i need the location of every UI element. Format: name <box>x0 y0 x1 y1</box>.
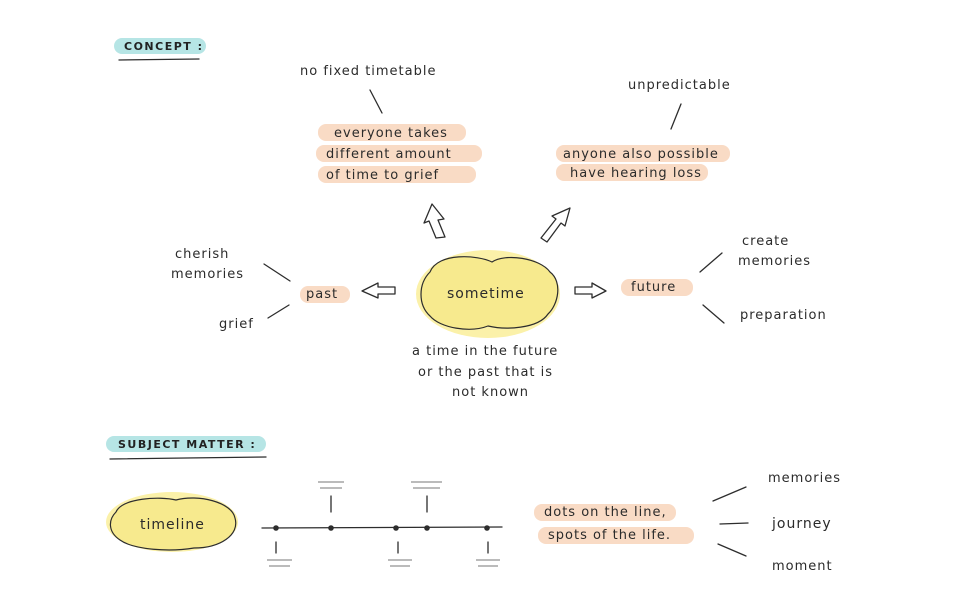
timeline-dot <box>328 525 334 531</box>
past-branch-memories: memories <box>171 267 244 282</box>
outcome-memories: memories <box>768 471 841 486</box>
past-node: past <box>300 286 350 303</box>
past-label: past <box>306 287 338 302</box>
arrow-up-right-icon <box>540 207 571 243</box>
top-left-cluster: no fixed timetable everyone takes differ… <box>300 64 482 183</box>
outcome-branches: memories journey moment <box>712 471 841 574</box>
connector-line <box>369 89 383 114</box>
timeline-dot <box>273 525 279 531</box>
outcome-moment: moment <box>772 559 833 574</box>
timeline-node: timeline <box>106 492 238 552</box>
concept-heading-text: CONCEPT : <box>124 40 204 53</box>
timeline-blob <box>109 497 237 551</box>
top-left-line-3: of time to grief <box>326 168 439 183</box>
concept-heading: CONCEPT : <box>114 38 206 61</box>
timeline-line <box>261 481 503 567</box>
arrow-left-icon <box>361 282 396 299</box>
outcome-journey: journey <box>771 516 832 532</box>
top-right-line-2: have hearing loss <box>570 166 702 181</box>
center-note-line-2: or the past that is <box>418 365 553 380</box>
center-blob <box>420 256 559 330</box>
arrow-up-left-icon <box>423 203 446 239</box>
subject-matter-heading-text: SUBJECT MATTER : <box>118 438 256 451</box>
future-branch-create: create <box>742 234 789 249</box>
dots-on-line-note: dots on the line, spots of the life. <box>534 504 694 544</box>
timeline-dot <box>393 525 399 531</box>
annotation-unpredictable: unpredictable <box>628 78 731 93</box>
center-note-line-3: not known <box>452 385 529 400</box>
top-right-cluster: unpredictable anyone also possible have … <box>556 78 731 181</box>
timeline-dot <box>484 525 490 531</box>
future-branch-memories: memories <box>738 254 811 269</box>
top-left-line-2: different amount <box>326 147 452 162</box>
past-branches: cherish memories grief <box>171 247 291 332</box>
dots-line-1: dots on the line, <box>544 505 667 520</box>
center-note-line-1: a time in the future <box>412 344 558 359</box>
dots-line-2: spots of the life. <box>548 528 671 543</box>
future-branches: create memories preparation <box>699 234 827 324</box>
timeline-dot <box>424 525 430 531</box>
top-right-line-1: anyone also possible <box>563 147 719 162</box>
future-label: future <box>631 280 676 295</box>
past-branch-grief: grief <box>219 317 254 332</box>
subject-matter-heading: SUBJECT MATTER : <box>106 436 267 460</box>
center-node: sometime <box>416 250 560 338</box>
future-node: future <box>621 279 693 296</box>
future-branch-preparation: preparation <box>740 308 827 323</box>
annotation-no-fixed-timetable: no fixed timetable <box>300 64 437 79</box>
center-label: sometime <box>447 286 525 302</box>
timeline-label: timeline <box>140 517 205 533</box>
top-left-line-1: everyone takes <box>334 126 448 141</box>
past-branch-cherish: cherish <box>175 247 229 262</box>
center-note: a time in the future or the past that is… <box>412 344 558 400</box>
connector-line <box>670 103 682 130</box>
arrow-right-icon <box>574 282 607 299</box>
